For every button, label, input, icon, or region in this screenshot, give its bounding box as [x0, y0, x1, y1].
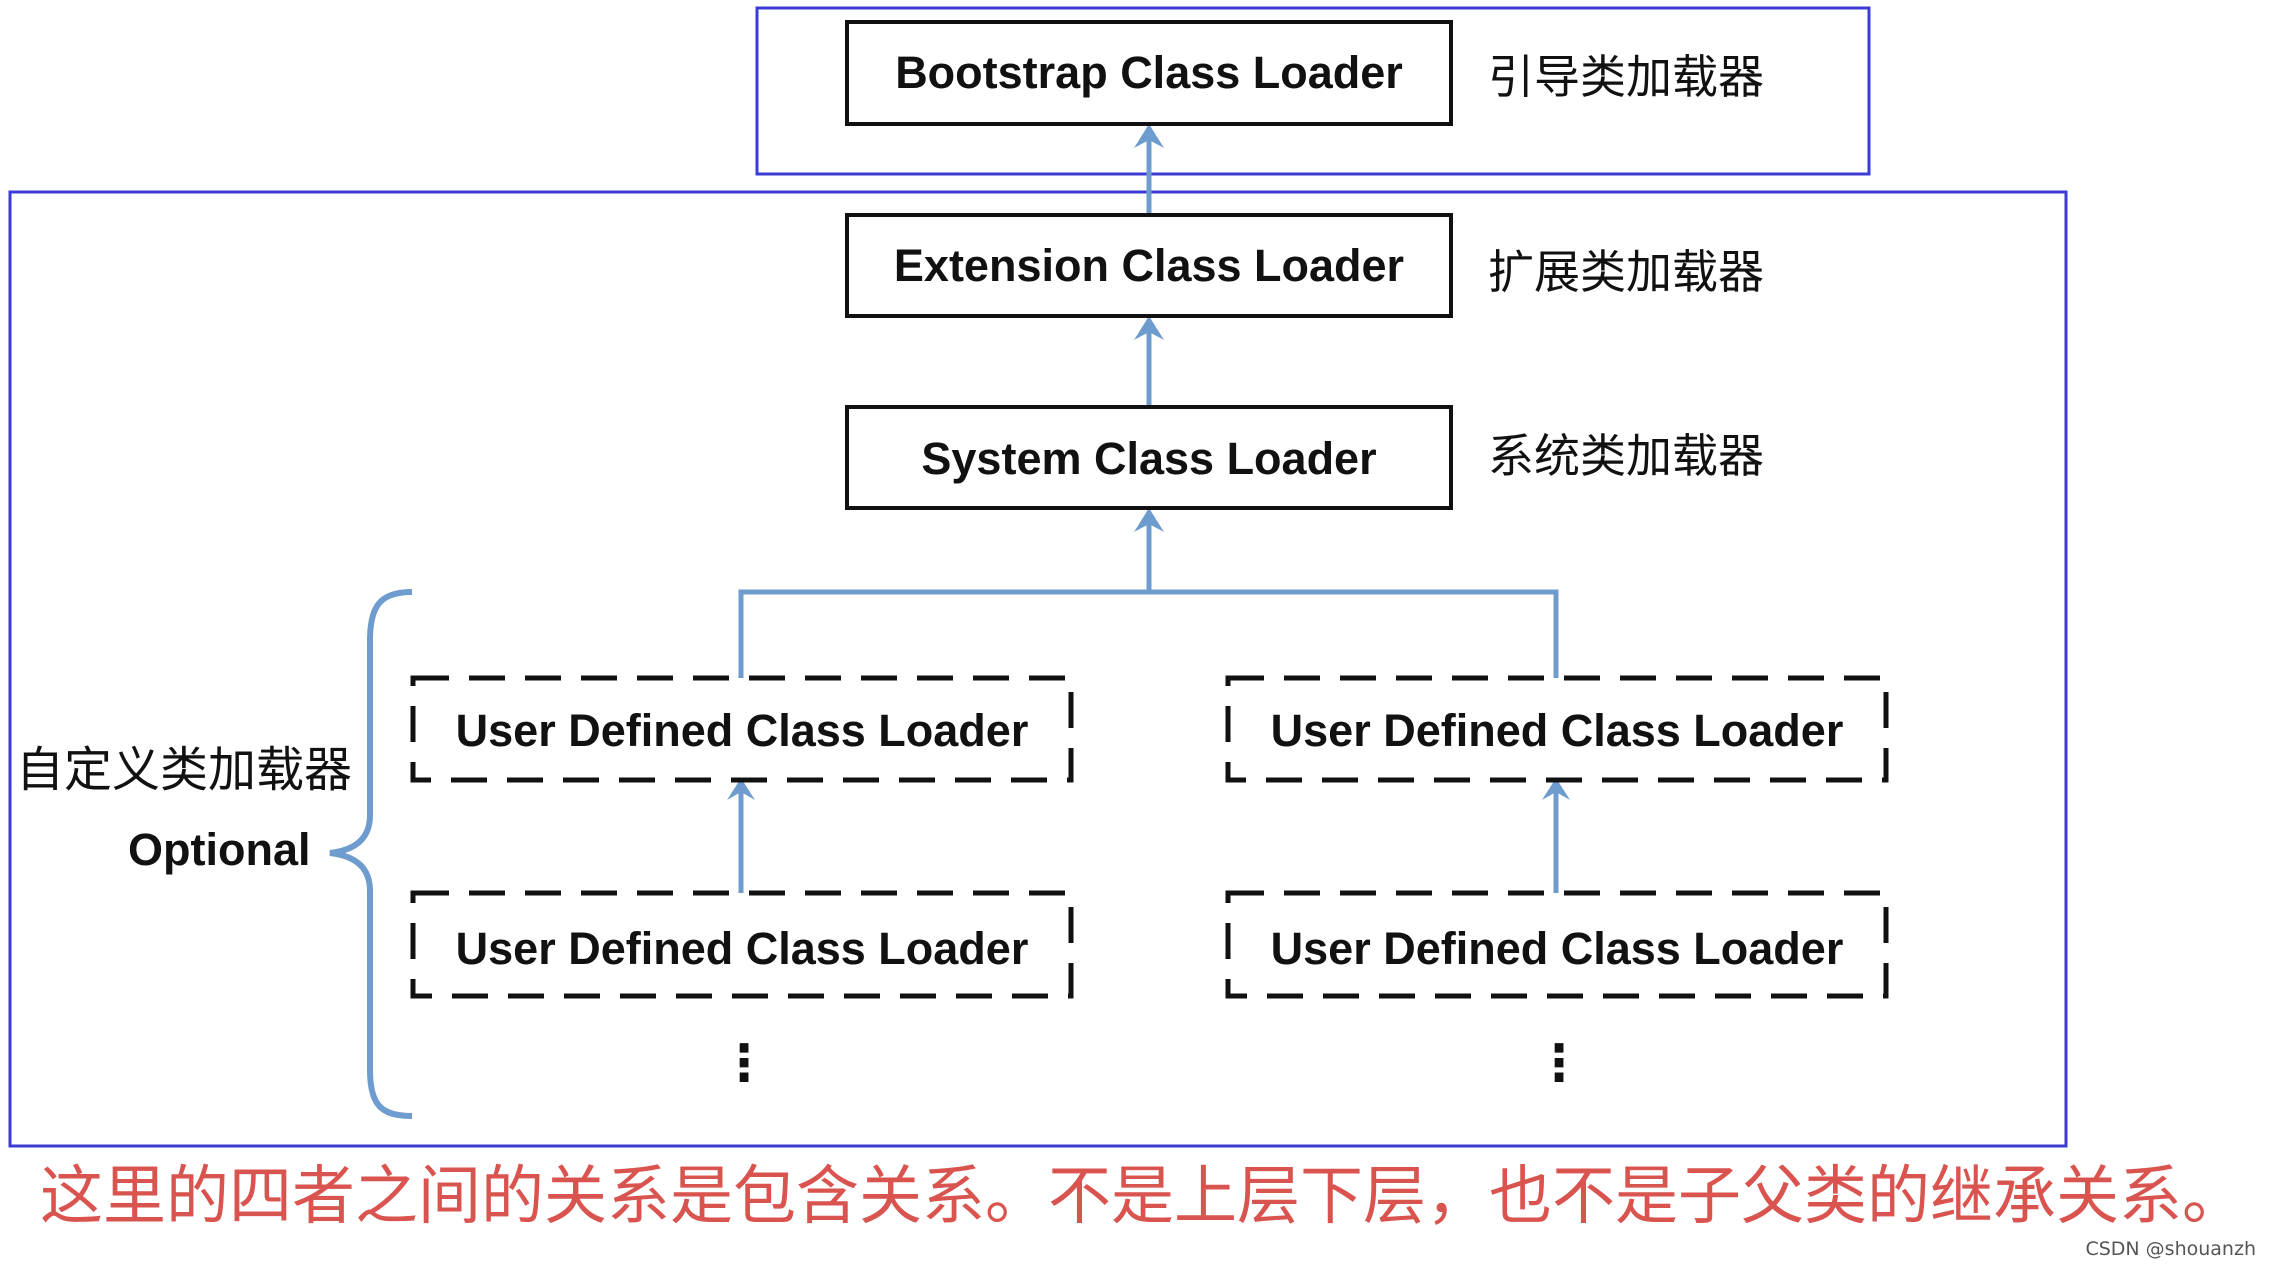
arrowhead-bootstrap — [1134, 124, 1164, 148]
bootstrap-label: Bootstrap Class Loader — [895, 47, 1403, 98]
system-box — [845, 405, 1453, 510]
csdn-watermark: CSDN @shouanzh — [2085, 1238, 2256, 1260]
user-right-top-label: User Defined Class Loader — [1271, 705, 1844, 756]
system-label: System Class Loader — [921, 433, 1376, 484]
extension-box — [845, 213, 1453, 318]
continuation-right: ⋮ — [1534, 1035, 1584, 1091]
arrowhead-right-top — [1542, 778, 1570, 800]
user-left-top-box — [410, 675, 1074, 783]
connectors — [738, 132, 1559, 893]
user-left-bottom-label: User Defined Class Loader — [456, 923, 1029, 974]
relationship-note: 这里的四者之间的关系是包含关系。不是上层下层，也不是子父类的继承关系。 — [40, 1160, 2245, 1234]
arrowhead-system — [1134, 508, 1164, 532]
optional-label: Optional — [128, 824, 310, 875]
arrowheads — [727, 124, 1570, 800]
user-defined-boxes — [410, 675, 1889, 999]
branch-line — [738, 589, 1559, 678]
bootstrap-box — [845, 20, 1453, 126]
bootstrap-frame — [755, 6, 1871, 176]
continuation-left: ⋮ — [719, 1035, 769, 1091]
user-right-bottom-box — [1225, 890, 1889, 999]
system-cn-label: 系统类加载器 — [1488, 429, 1764, 483]
user-right-top-box — [1225, 675, 1889, 783]
extension-cn-label: 扩展类加载器 — [1488, 245, 1764, 299]
user-right-bottom-label: User Defined Class Loader — [1271, 923, 1844, 974]
user-left-bottom-box — [410, 890, 1074, 999]
arrowhead-extension — [1134, 316, 1164, 340]
custom-loader-cn-label: 自定义类加载器 — [16, 742, 352, 798]
user-left-top-label: User Defined Class Loader — [456, 705, 1029, 756]
lower-frame — [8, 190, 2068, 1148]
optional-brace — [329, 589, 413, 1119]
extension-label: Extension Class Loader — [894, 240, 1404, 291]
arrowhead-left-top — [727, 778, 755, 800]
bootstrap-cn-label: 引导类加载器 — [1488, 50, 1764, 104]
